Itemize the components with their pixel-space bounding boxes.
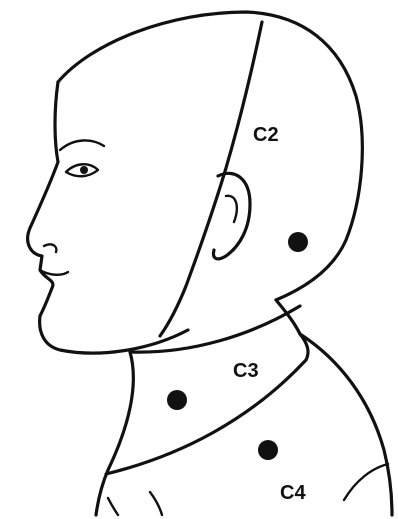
chest-crease-1 (108, 498, 118, 515)
c2-boundary (160, 22, 262, 336)
shoulder-outline (300, 334, 392, 515)
c2-dot (288, 232, 308, 252)
label-c3: C3 (233, 360, 259, 382)
nostril (44, 244, 56, 252)
shoulder-crease (344, 464, 388, 500)
c3-lower-boundary (106, 334, 308, 474)
neck-front (96, 352, 133, 515)
c3-upper-boundary (130, 306, 300, 352)
c3-dot (167, 390, 187, 410)
c4-dot (258, 440, 278, 460)
label-c2: C2 (253, 124, 279, 146)
label-c4: C4 (280, 482, 306, 504)
ear-inner (226, 196, 237, 222)
face-profile (28, 82, 188, 353)
pupil (80, 166, 88, 174)
head-outline (58, 12, 362, 300)
chest-crease-2 (150, 492, 162, 515)
eyebrow (60, 140, 104, 150)
